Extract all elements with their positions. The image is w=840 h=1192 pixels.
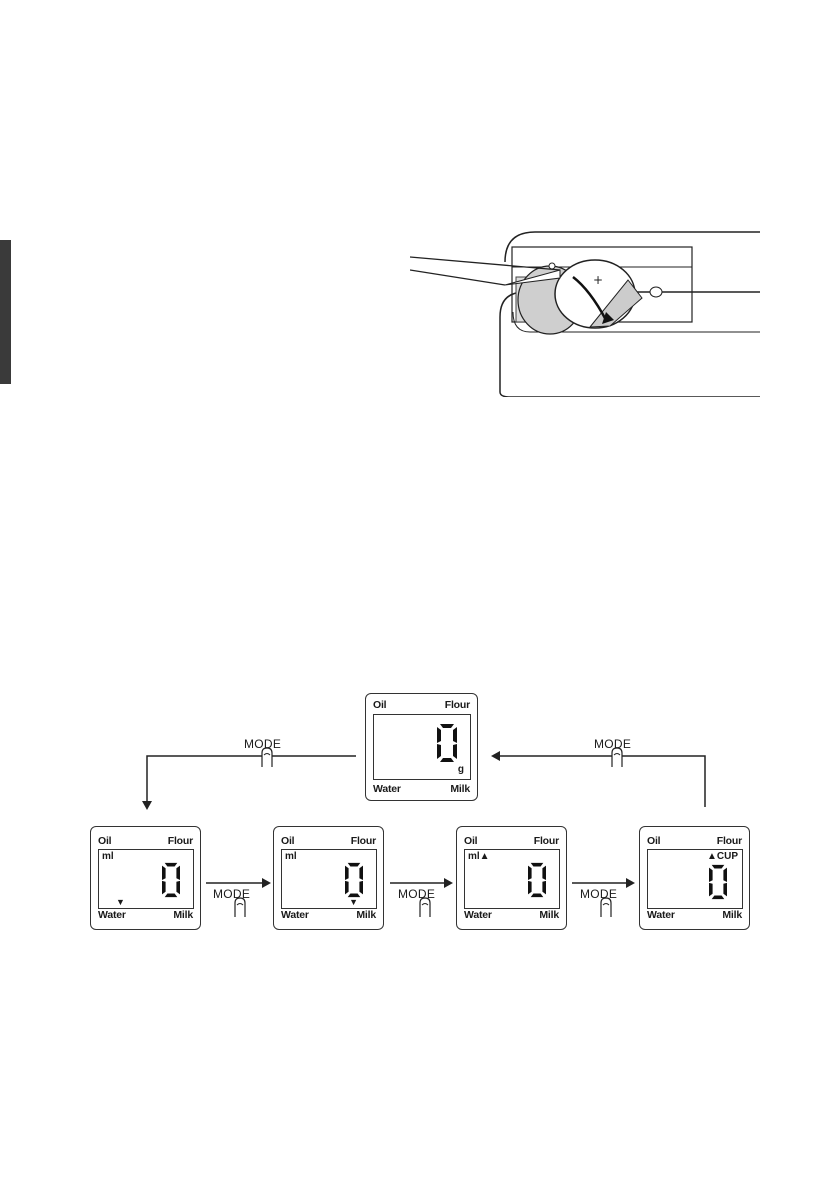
finger-press-icon (232, 897, 248, 917)
label-oil: Oil (281, 835, 294, 847)
triangle-down-icon: ▼ (349, 897, 358, 907)
label-milk: Milk (450, 783, 470, 795)
label-oil: Oil (464, 835, 477, 847)
unit-indicator: ▲CUP (707, 851, 738, 862)
label-flour: Flour (351, 835, 376, 847)
lcd-display-milk-ml: Oil Flour ml ▼ Water Milk (273, 826, 384, 930)
lcd-display-water-ml: Oil Flour ml ▼ Water Milk (90, 826, 201, 930)
label-water: Water (281, 909, 309, 921)
label-flour: Flour (168, 835, 193, 847)
label-flour: Flour (717, 835, 742, 847)
label-flour: Flour (534, 835, 559, 847)
lcd-display-oil-ml: Oil Flour ml▲ Water Milk (456, 826, 567, 930)
seven-segment-digit (708, 864, 728, 900)
seven-segment-digit (436, 723, 458, 763)
finger-press-icon (609, 747, 625, 767)
label-water: Water (647, 909, 675, 921)
label-water: Water (98, 909, 126, 921)
label-oil: Oil (647, 835, 660, 847)
label-water: Water (373, 783, 401, 795)
label-milk: Milk (356, 909, 376, 921)
unit-indicator: g (458, 764, 464, 775)
finger-press-icon (417, 897, 433, 917)
unit-indicator: ml (285, 851, 297, 862)
arrow-icon (444, 878, 453, 888)
lcd-screen: ml▲ (464, 849, 560, 909)
lcd-screen: ▲CUP (647, 849, 743, 909)
seven-segment-digit (344, 862, 364, 898)
seven-segment-digit (527, 862, 547, 898)
lcd-display-grams: Oil Flour g Water Milk (365, 693, 478, 801)
triangle-down-icon: ▼ (116, 897, 125, 907)
arrow-icon (626, 878, 635, 888)
label-oil: Oil (98, 835, 111, 847)
lcd-screen: g (373, 714, 471, 780)
arrow-icon (491, 751, 500, 761)
label-flour: Flour (445, 699, 470, 711)
arrow-icon (262, 878, 271, 888)
unit-indicator: ml (102, 851, 114, 862)
lcd-display-flour-cup: Oil Flour ▲CUP Water Milk (639, 826, 750, 930)
lcd-screen: ml ▼ (98, 849, 194, 909)
unit-indicator: ml▲ (468, 851, 490, 862)
arrow-icon (142, 801, 152, 810)
label-milk: Milk (173, 909, 193, 921)
label-milk: Milk (722, 909, 742, 921)
label-oil: Oil (373, 699, 386, 711)
lcd-screen: ml ▼ (281, 849, 377, 909)
finger-press-icon (259, 747, 275, 767)
finger-press-icon (598, 897, 614, 917)
seven-segment-digit (161, 862, 181, 898)
label-milk: Milk (539, 909, 559, 921)
label-water: Water (464, 909, 492, 921)
